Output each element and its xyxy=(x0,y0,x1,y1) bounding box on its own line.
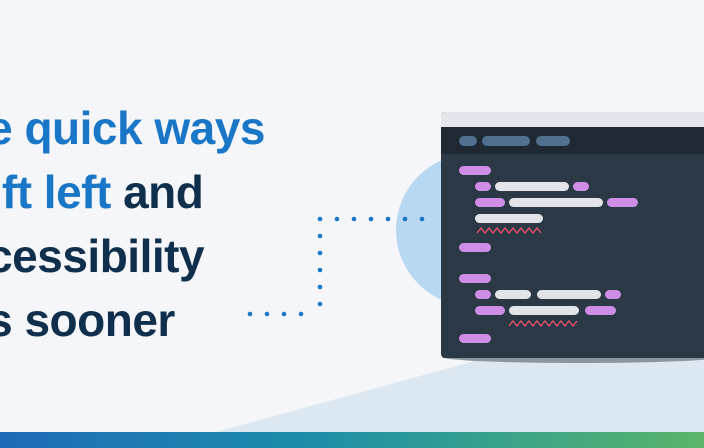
window-tab-3[interactable] xyxy=(536,136,570,146)
headline: ee quick ways hift left and ccessibility… xyxy=(0,96,265,352)
code-editor-window xyxy=(441,112,704,363)
headline-line-2-rest: and xyxy=(110,166,204,218)
error-squiggle-icon xyxy=(476,226,542,235)
headline-line-3: ccessibility xyxy=(0,224,265,288)
headline-line-1-accent: ee quick ways xyxy=(0,102,265,154)
tab-bar xyxy=(441,127,704,154)
headline-line-4: es sooner xyxy=(0,288,265,352)
headline-line-3-rest: ccessibility xyxy=(0,230,205,282)
headline-line-2: hift left and xyxy=(0,160,265,224)
error-squiggle-icon xyxy=(508,319,578,328)
headline-line-1: ee quick ways xyxy=(0,96,265,160)
code-block-1 xyxy=(459,166,638,252)
code-block-2 xyxy=(459,274,621,343)
headline-line-2-accent: hift left xyxy=(0,166,111,218)
window-tab-2[interactable] xyxy=(482,136,530,146)
headline-line-4-rest: es sooner xyxy=(0,294,175,346)
window-tab-1[interactable] xyxy=(459,136,477,146)
dotted-connector xyxy=(247,216,425,317)
bottom-gradient-bar xyxy=(0,432,704,448)
